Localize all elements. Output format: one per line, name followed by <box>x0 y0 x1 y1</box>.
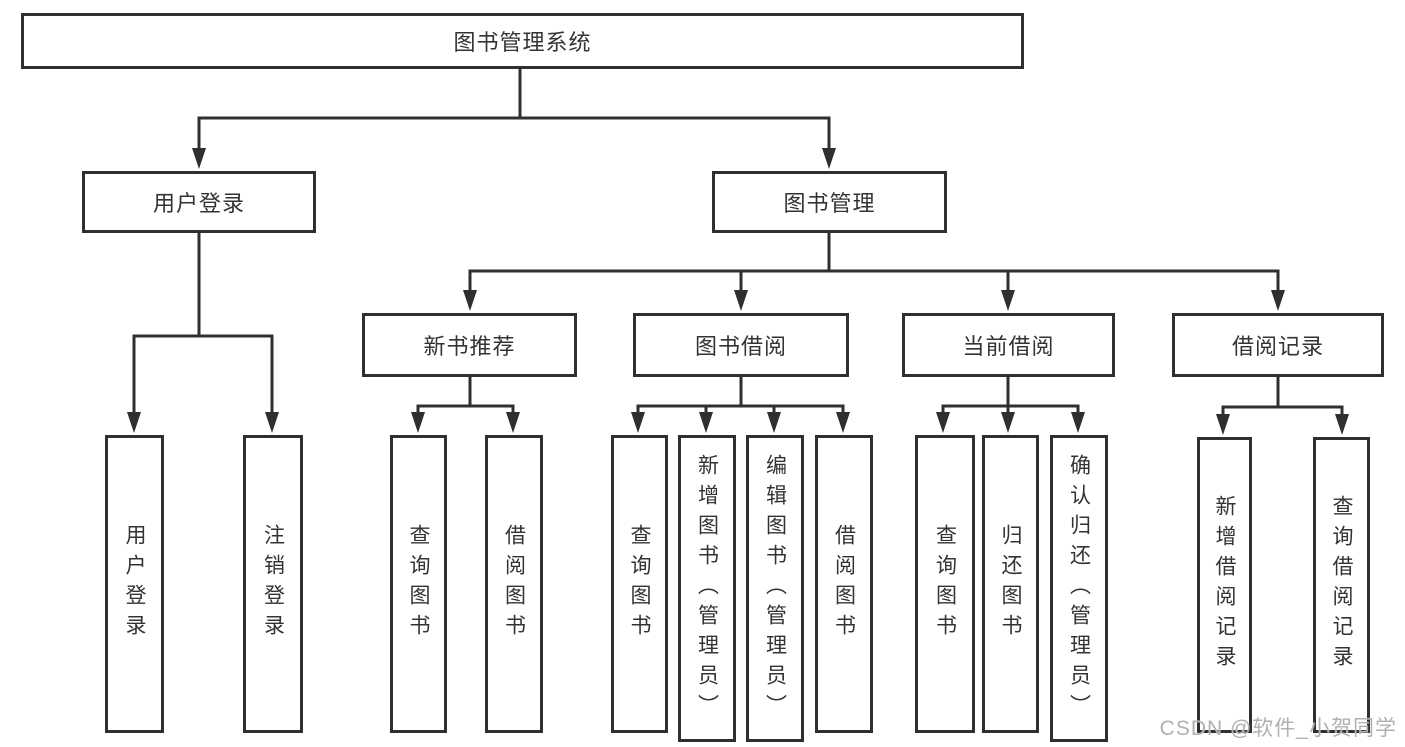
leaf-user-login: 用户登录 <box>105 435 164 733</box>
node-user-login: 用户登录 <box>82 171 316 233</box>
leaf-logout-label: 注销登录 <box>261 524 285 644</box>
node-new-book-recommend: 新书推荐 <box>362 313 577 377</box>
leaf-borrow-add-books-admin: 新增图书（管理员） <box>678 435 736 742</box>
leaf-recommend-borrow-books-label: 借阅图书 <box>502 524 526 644</box>
leaf-recommend-query-books: 查询图书 <box>390 435 447 733</box>
leaf-current-query-books: 查询图书 <box>915 435 975 733</box>
node-current-borrow: 当前借阅 <box>902 313 1115 377</box>
csdn-watermark: CSDN @软件_小贺同学 <box>1159 717 1397 740</box>
leaf-user-login-label: 用户登录 <box>123 524 146 644</box>
leaf-current-confirm-return-admin: 确认归还（管理员） <box>1050 435 1108 742</box>
node-borrow-records-label: 借阅记录 <box>1231 334 1324 359</box>
leaf-current-confirm-return-admin-label: 确认归还（管理员） <box>1067 453 1091 724</box>
leaf-borrow-borrow-books: 借阅图书 <box>815 435 873 733</box>
node-borrow-records: 借阅记录 <box>1172 313 1384 377</box>
node-book-borrow: 图书借阅 <box>633 313 849 377</box>
leaf-records-query-record-label: 查询借阅记录 <box>1330 495 1353 675</box>
leaf-borrow-add-books-admin-label: 新增图书（管理员） <box>695 453 719 724</box>
leaf-current-return-books-label: 归还图书 <box>999 524 1022 644</box>
leaf-current-query-books-label: 查询图书 <box>933 524 957 644</box>
node-new-book-recommend-label: 新书推荐 <box>423 334 516 359</box>
node-book-management: 图书管理 <box>712 171 947 233</box>
node-library-system-label: 图书管理系统 <box>453 30 592 55</box>
leaf-borrow-query-books: 查询图书 <box>611 435 668 733</box>
node-book-management-label: 图书管理 <box>783 191 876 216</box>
leaf-recommend-query-books-label: 查询图书 <box>407 524 430 644</box>
node-library-system: 图书管理系统 <box>21 13 1024 69</box>
node-current-borrow-label: 当前借阅 <box>962 334 1055 359</box>
leaf-records-query-record: 查询借阅记录 <box>1313 437 1370 733</box>
leaf-borrow-edit-books-admin-label: 编辑图书（管理员） <box>763 453 787 724</box>
leaf-recommend-borrow-books: 借阅图书 <box>485 435 543 733</box>
leaf-records-add-record-label: 新增借阅记录 <box>1213 495 1236 675</box>
leaf-borrow-query-books-label: 查询图书 <box>628 524 651 644</box>
leaf-records-add-record: 新增借阅记录 <box>1197 437 1252 733</box>
node-book-borrow-label: 图书借阅 <box>694 334 787 359</box>
leaf-borrow-edit-books-admin: 编辑图书（管理员） <box>746 435 804 742</box>
leaf-current-return-books: 归还图书 <box>982 435 1039 733</box>
leaf-logout: 注销登录 <box>243 435 303 733</box>
node-user-login-label: 用户登录 <box>152 191 245 216</box>
leaf-borrow-borrow-books-label: 借阅图书 <box>832 524 856 644</box>
